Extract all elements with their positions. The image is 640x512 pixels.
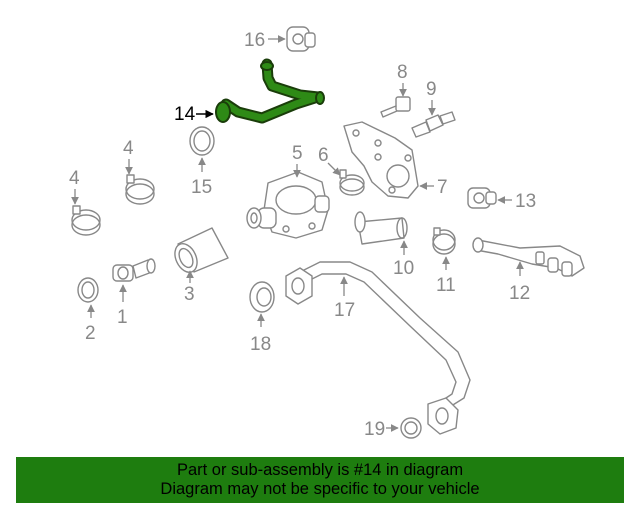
- callout-7: 7: [419, 177, 448, 198]
- svg-text:17: 17: [334, 300, 355, 321]
- svg-text:9: 9: [426, 79, 437, 100]
- svg-text:14: 14: [174, 104, 196, 125]
- svg-text:4: 4: [69, 168, 80, 189]
- part-17-coolant-pipe[interactable]: [285, 261, 471, 435]
- part-10-hose[interactable]: [354, 211, 408, 245]
- callout-6: 6: [318, 145, 341, 176]
- part-1-fitting[interactable]: [112, 258, 156, 282]
- callout-4a: 4: [69, 168, 80, 205]
- part-8-bolt[interactable]: [380, 96, 411, 118]
- callout-12: 12: [509, 261, 530, 304]
- part-6-clamp[interactable]: [339, 169, 365, 196]
- callout-18: 18: [250, 313, 271, 355]
- part-4-clamp-left[interactable]: [71, 205, 101, 236]
- svg-text:16: 16: [244, 30, 265, 51]
- part-5-water-pump[interactable]: [246, 171, 330, 239]
- svg-text:5: 5: [292, 143, 303, 164]
- callout-4b: 4: [123, 138, 134, 175]
- svg-text:3: 3: [184, 284, 195, 305]
- svg-text:12: 12: [509, 283, 530, 304]
- part-13-connector[interactable]: [467, 187, 497, 209]
- svg-text:8: 8: [397, 62, 408, 83]
- svg-text:1: 1: [117, 307, 128, 328]
- callout-10: 10: [393, 240, 414, 279]
- part-4-clamp-right[interactable]: [125, 174, 155, 205]
- callout-11: 11: [436, 256, 456, 296]
- part-16-connector[interactable]: [286, 26, 316, 52]
- svg-text:4: 4: [123, 138, 134, 159]
- callout-1: 1: [117, 284, 128, 328]
- svg-text:7: 7: [437, 177, 448, 198]
- svg-text:11: 11: [436, 275, 456, 296]
- callout-17: 17: [334, 276, 355, 321]
- svg-text:6: 6: [318, 145, 329, 166]
- callout-16: 16: [244, 30, 286, 51]
- banner-line-1: Part or sub-assembly is #14 in diagram: [176, 461, 464, 479]
- callout-5: 5: [292, 143, 303, 178]
- callout-19: 19: [364, 419, 399, 440]
- svg-text:13: 13: [515, 191, 536, 212]
- svg-text:15: 15: [191, 177, 212, 198]
- part-11-clamp[interactable]: [432, 227, 456, 255]
- parts-diagram: 16 14 15 8 9: [69, 26, 585, 440]
- part-15-o-ring[interactable]: [189, 126, 215, 156]
- part-19-o-ring[interactable]: [400, 417, 422, 439]
- part-14-coolant-pipe[interactable]: [215, 58, 325, 124]
- banner-line-2: Diagram may not be specific to your vehi…: [160, 480, 480, 498]
- callout-13: 13: [497, 191, 536, 212]
- svg-text:10: 10: [393, 258, 414, 279]
- part-7-bracket[interactable]: [343, 121, 419, 199]
- info-banner: Part or sub-assembly is #14 in diagram D…: [16, 457, 624, 503]
- svg-text:2: 2: [85, 323, 96, 344]
- callout-2: 2: [85, 304, 96, 344]
- part-9-fitting[interactable]: [411, 111, 456, 138]
- part-3-hose[interactable]: [171, 227, 229, 276]
- part-12-hose[interactable]: [472, 237, 585, 277]
- part-2-o-ring[interactable]: [77, 277, 99, 303]
- svg-text:18: 18: [250, 334, 271, 355]
- callout-8: 8: [397, 62, 408, 97]
- callout-14: 14: [174, 104, 214, 125]
- callout-15: 15: [191, 157, 212, 198]
- callout-3: 3: [184, 270, 195, 305]
- svg-text:19: 19: [364, 419, 385, 440]
- part-18-seal[interactable]: [249, 281, 275, 313]
- callout-9: 9: [426, 79, 437, 116]
